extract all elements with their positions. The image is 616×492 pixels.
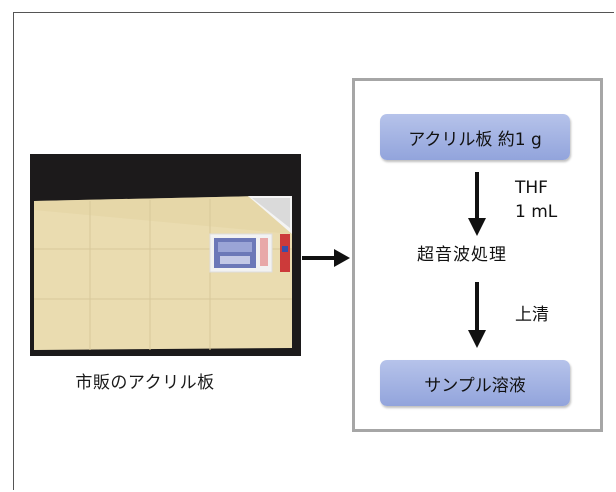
acrylic-plate-image <box>30 154 301 356</box>
figure-frame <box>13 12 614 490</box>
down-arrow-icon <box>468 282 486 348</box>
acrylic-plate-photo <box>30 154 301 356</box>
start-material-label: アクリル板 約1 g <box>408 129 542 150</box>
start-material-box: アクリル板 約1 g <box>380 114 570 160</box>
process-flow-box: アクリル板 約1 g THF 1 mL 超音波処理 上清 サンプル溶液 <box>352 78 603 432</box>
reagent-label: THF 1 mL <box>515 176 557 224</box>
sample-solution-label: サンプル溶液 <box>424 375 526 396</box>
reagent-name: THF <box>515 178 548 198</box>
supernatant-label: 上清 <box>515 305 549 325</box>
sonication-step: 超音波処理 <box>417 245 507 265</box>
right-arrow-icon <box>302 249 350 267</box>
reagent-volume: 1 mL <box>515 202 558 222</box>
sample-solution-box: サンプル溶液 <box>380 360 570 406</box>
down-arrow-icon <box>468 172 486 236</box>
photo-caption: 市販のアクリル板 <box>75 373 215 393</box>
